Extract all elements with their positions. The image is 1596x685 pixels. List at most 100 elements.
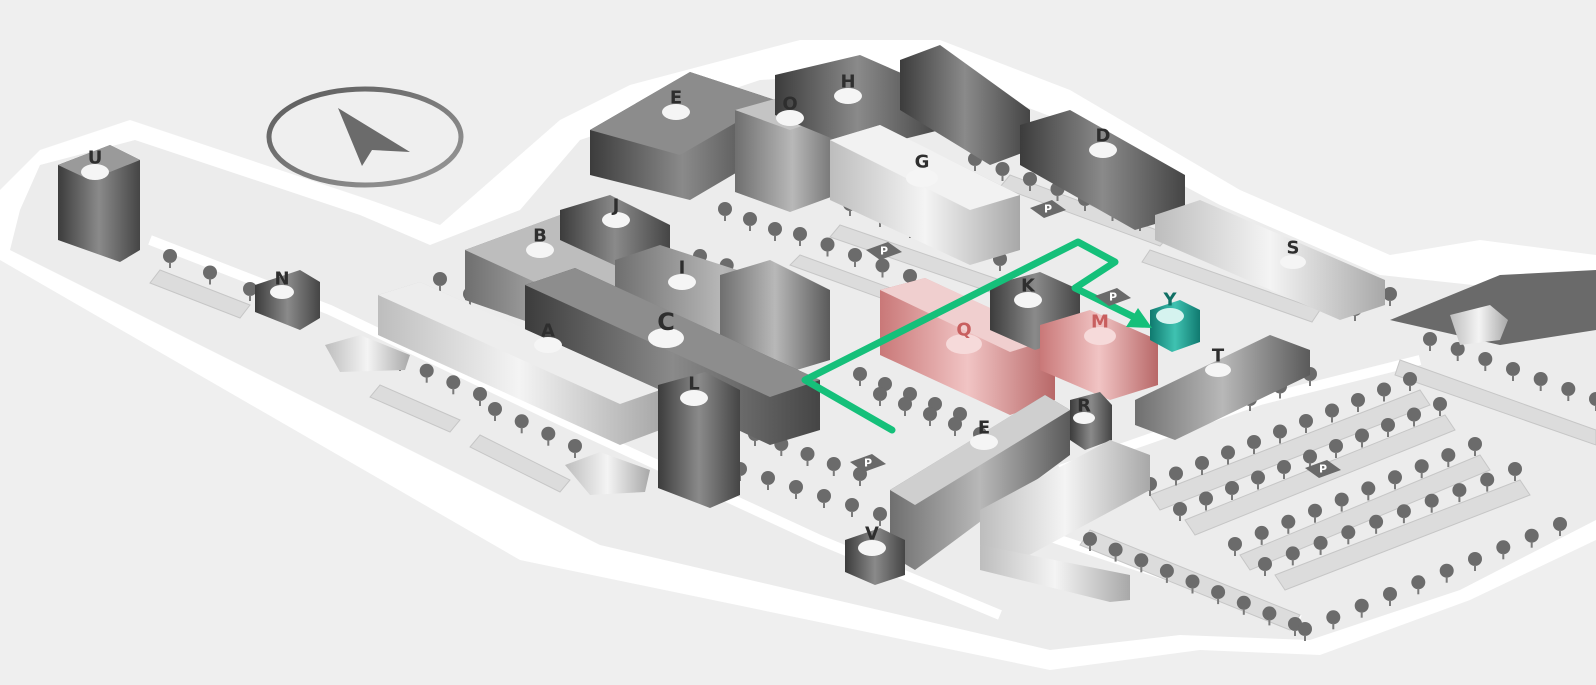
building-D[interactable] bbox=[1020, 110, 1185, 230]
tree-icon bbox=[1377, 382, 1391, 397]
tree-icon bbox=[1439, 563, 1454, 578]
tree-icon bbox=[1251, 470, 1265, 485]
tree-trunk bbox=[249, 295, 251, 301]
tree-trunk bbox=[1260, 538, 1263, 545]
building-S[interactable] bbox=[1155, 200, 1385, 320]
tree-icon bbox=[1285, 546, 1300, 561]
tree-icon bbox=[1354, 598, 1369, 613]
tree-trunk bbox=[799, 240, 801, 246]
tree-icon bbox=[1423, 332, 1437, 346]
parking-marker[interactable]: P bbox=[866, 242, 902, 260]
tree-trunk bbox=[1335, 452, 1337, 458]
tree-trunk bbox=[1474, 450, 1476, 456]
tree-trunk bbox=[1430, 506, 1433, 513]
tree-trunk bbox=[1268, 619, 1271, 626]
tree-trunk bbox=[1387, 431, 1389, 437]
tree-icon bbox=[789, 480, 803, 494]
building-G[interactable] bbox=[830, 125, 1020, 265]
tree-icon bbox=[1108, 542, 1123, 557]
tree-trunk bbox=[1249, 405, 1251, 411]
tree-trunk bbox=[1458, 496, 1461, 503]
parking-marker[interactable]: P bbox=[850, 454, 886, 472]
tree-trunk bbox=[1409, 385, 1411, 391]
tree-trunk bbox=[169, 262, 171, 268]
tree-icon bbox=[1281, 514, 1296, 529]
tree-icon bbox=[826, 457, 841, 471]
label-T: T bbox=[1205, 346, 1231, 377]
svg-text:O: O bbox=[782, 94, 797, 115]
building-U[interactable] bbox=[58, 145, 140, 262]
svg-text:E: E bbox=[670, 88, 682, 109]
tree-icon bbox=[903, 269, 917, 283]
tree-icon bbox=[768, 222, 782, 236]
building-M[interactable] bbox=[1040, 310, 1158, 400]
parking-marker[interactable]: P bbox=[1095, 288, 1131, 306]
tree-icon bbox=[1273, 424, 1287, 439]
tree-trunk bbox=[1456, 355, 1459, 361]
tree-icon bbox=[1524, 528, 1539, 543]
tree-icon bbox=[1185, 574, 1200, 589]
building-top-long bbox=[900, 45, 1030, 165]
tree-icon bbox=[473, 387, 487, 401]
svg-text:P: P bbox=[1319, 463, 1327, 476]
route-path bbox=[801, 238, 1152, 434]
building-N[interactable] bbox=[255, 270, 320, 330]
building-A[interactable] bbox=[378, 282, 660, 445]
tree-icon bbox=[873, 507, 887, 521]
svg-text:T: T bbox=[1212, 346, 1225, 367]
tree-icon bbox=[1508, 462, 1522, 476]
tree-trunk bbox=[1305, 427, 1307, 433]
compass[interactable] bbox=[266, 86, 464, 188]
tree-icon bbox=[898, 397, 912, 411]
tree-icon bbox=[243, 282, 257, 296]
tree-trunk bbox=[881, 271, 884, 278]
svg-text:P: P bbox=[1044, 203, 1052, 216]
tree-icon bbox=[488, 402, 502, 416]
svg-text:H: H bbox=[840, 72, 855, 93]
tree-icon bbox=[1334, 492, 1349, 507]
parking-marker[interactable]: P bbox=[1030, 200, 1066, 218]
building-T[interactable] bbox=[1135, 335, 1310, 440]
tree-icon bbox=[1450, 342, 1465, 356]
tree-trunk bbox=[1309, 462, 1311, 469]
tree-trunk bbox=[754, 440, 756, 446]
building-labels: U N B J E O H G D I C A L Q K M Y S T E … bbox=[81, 72, 1306, 556]
tree-trunk bbox=[1279, 392, 1281, 399]
building-H[interactable] bbox=[775, 55, 940, 150]
tree-trunk bbox=[1347, 538, 1350, 545]
tree-trunk bbox=[879, 400, 881, 406]
tree-icon bbox=[995, 162, 1010, 176]
svg-text:A: A bbox=[541, 321, 555, 342]
svg-text:P: P bbox=[864, 457, 872, 470]
building-V[interactable] bbox=[845, 528, 905, 585]
route-arrow-icon bbox=[1126, 308, 1152, 328]
tree-icon bbox=[1414, 459, 1429, 474]
building-E2[interactable] bbox=[890, 395, 1070, 570]
tree-trunk bbox=[1361, 441, 1363, 448]
tree-icon bbox=[923, 407, 937, 421]
svg-text:D: D bbox=[1096, 126, 1111, 147]
building-I[interactable] bbox=[615, 245, 830, 375]
tree-icon bbox=[820, 237, 835, 252]
tree-icon bbox=[1195, 456, 1209, 470]
tree-icon bbox=[1169, 466, 1183, 481]
tree-trunk bbox=[724, 215, 726, 221]
tree-icon bbox=[1561, 382, 1576, 396]
parking-marker[interactable]: P bbox=[1305, 460, 1341, 478]
tree-trunk bbox=[1114, 555, 1117, 562]
tree-trunk bbox=[520, 427, 523, 434]
tree-icon bbox=[1199, 491, 1213, 506]
tree-icon bbox=[1277, 460, 1291, 474]
tree-trunk bbox=[1383, 395, 1385, 402]
tree-trunk bbox=[854, 261, 856, 267]
tree-trunk bbox=[1340, 505, 1343, 512]
svg-text:U: U bbox=[88, 148, 103, 169]
tree-trunk bbox=[795, 493, 797, 499]
label-G: G bbox=[906, 152, 938, 187]
building-L[interactable] bbox=[658, 372, 740, 508]
svg-text:J: J bbox=[611, 196, 620, 217]
tree-icon bbox=[1303, 449, 1317, 464]
tree-icon bbox=[1433, 397, 1447, 411]
tree-icon bbox=[1254, 525, 1269, 540]
